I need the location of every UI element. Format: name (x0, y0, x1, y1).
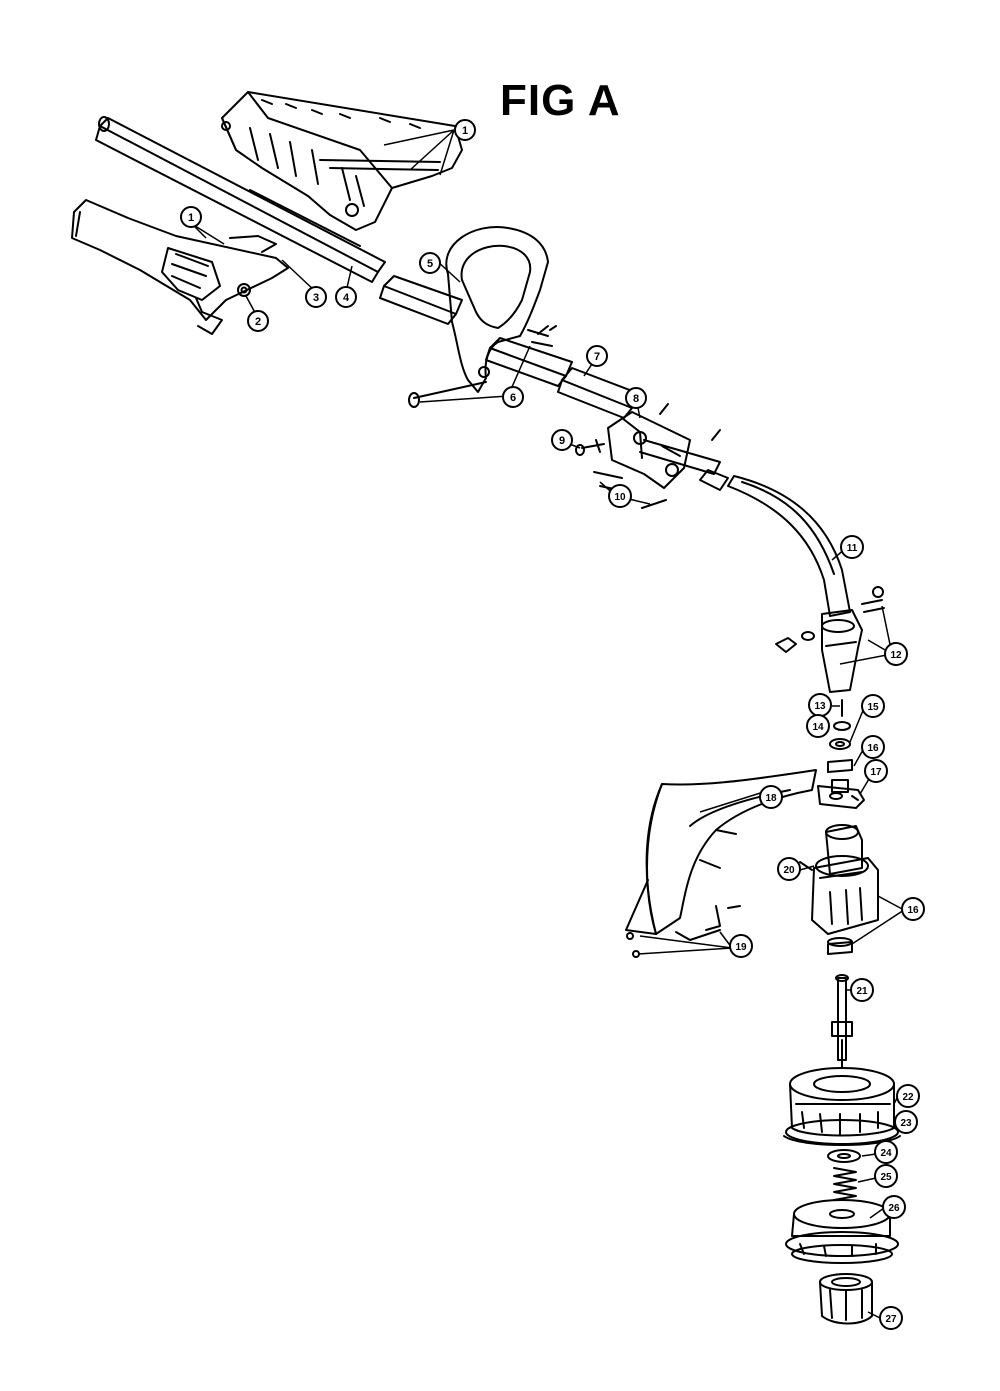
callout-27: 27 (879, 1306, 903, 1330)
shaft-fittings (827, 699, 859, 801)
svg-text:5: 5 (427, 258, 433, 270)
callout-11: 11 (840, 535, 864, 559)
svg-text:2: 2 (255, 316, 261, 328)
drive-shaft-tube (95, 116, 386, 283)
coupler-bracket (575, 403, 729, 509)
callout-23: 23 (894, 1110, 918, 1134)
svg-text:27: 27 (885, 1314, 897, 1325)
bent-lower-shaft (727, 475, 885, 693)
callout-24: 24 (874, 1140, 898, 1164)
callout-16b: 16 (901, 897, 925, 921)
callouts: 1 1 2 3 4 5 6 7 (180, 119, 925, 1330)
callout-20: 20 (777, 857, 801, 881)
bump-knob (819, 1273, 873, 1325)
svg-text:18: 18 (765, 793, 777, 804)
callout-1a: 1 (454, 119, 476, 141)
washer (827, 1149, 861, 1163)
svg-text:19: 19 (735, 942, 747, 953)
svg-text:4: 4 (343, 292, 350, 304)
svg-text:9: 9 (559, 435, 565, 447)
svg-text:14: 14 (812, 722, 824, 733)
svg-text:17: 17 (870, 767, 882, 778)
svg-text:3: 3 (313, 292, 319, 304)
svg-text:6: 6 (510, 392, 516, 404)
callout-14: 14 (806, 714, 830, 738)
svg-text:22: 22 (902, 1092, 914, 1103)
leader-lines (191, 129, 905, 1319)
callout-17: 17 (864, 759, 888, 783)
trimmer-head-housing (783, 1067, 901, 1146)
spring (833, 1167, 857, 1201)
callout-1b: 1 (180, 206, 202, 228)
callout-5: 5 (419, 252, 441, 274)
callout-22: 22 (896, 1084, 920, 1108)
svg-text:8: 8 (633, 393, 639, 405)
spool-bolt (831, 974, 853, 1069)
figure-title: FIG A (500, 76, 621, 125)
callout-12: 12 (884, 642, 908, 666)
svg-text:10: 10 (614, 492, 626, 503)
callout-26: 26 (882, 1195, 906, 1219)
svg-text:7: 7 (594, 351, 600, 363)
callout-13: 13 (808, 693, 832, 717)
svg-text:20: 20 (783, 865, 795, 876)
svg-text:24: 24 (880, 1148, 892, 1159)
callout-8: 8 (625, 387, 647, 409)
svg-text:1: 1 (462, 125, 468, 137)
callout-19: 19 (729, 934, 753, 958)
callout-21: 21 (850, 978, 874, 1002)
svg-text:16: 16 (907, 905, 919, 916)
svg-text:1: 1 (188, 212, 194, 224)
svg-text:12: 12 (890, 650, 902, 661)
svg-text:26: 26 (888, 1203, 900, 1214)
svg-text:25: 25 (880, 1172, 892, 1183)
callout-16a: 16 (861, 735, 885, 759)
callout-4: 4 (335, 286, 357, 308)
svg-text:15: 15 (867, 702, 879, 713)
callout-10: 10 (608, 484, 632, 508)
spool (785, 1199, 899, 1264)
svg-text:13: 13 (814, 701, 826, 712)
callout-6: 6 (502, 386, 524, 408)
gear-head (799, 824, 879, 955)
svg-text:23: 23 (900, 1118, 912, 1129)
callout-2: 2 (247, 310, 269, 332)
callout-25: 25 (874, 1164, 898, 1188)
svg-text:16: 16 (867, 743, 879, 754)
svg-text:21: 21 (856, 986, 868, 997)
callout-15: 15 (861, 694, 885, 718)
rear-handle-grip (71, 199, 289, 335)
callout-3: 3 (305, 286, 327, 308)
callout-7: 7 (586, 345, 608, 367)
loop-handle (408, 226, 557, 408)
callout-9: 9 (551, 429, 573, 451)
svg-text:11: 11 (847, 543, 858, 554)
callout-18: 18 (759, 785, 783, 809)
